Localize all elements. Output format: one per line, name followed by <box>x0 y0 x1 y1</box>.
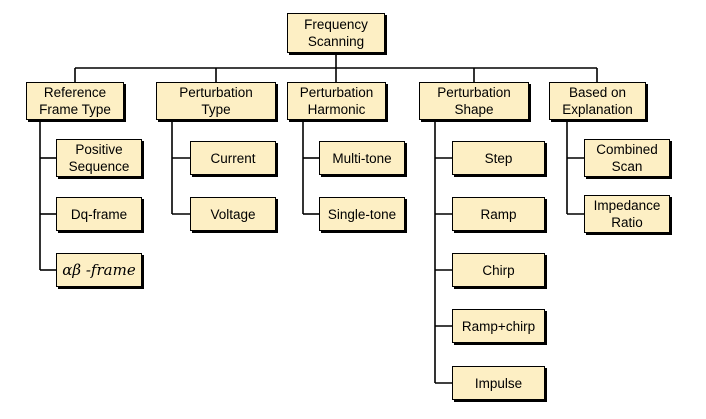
root-node: Frequency Scanning <box>287 13 385 53</box>
leaf-single-tone: Single-tone <box>319 197 405 231</box>
leaf-chirp: Chirp <box>452 253 545 287</box>
leaf-multi-tone: Multi-tone <box>319 141 405 175</box>
leaf-positive-sequence: Positive Sequence <box>56 139 142 177</box>
category-perturbation-shape: Perturbation Shape <box>419 82 529 120</box>
category-based-on-explanation: Based on Explanation <box>549 82 646 120</box>
leaf-dq-frame: Dq-frame <box>56 197 142 231</box>
leaf-ramp-chirp: Ramp+chirp <box>452 309 545 343</box>
category-reference-frame-type: Reference Frame Type <box>26 82 124 120</box>
category-perturbation-harmonic: Perturbation Harmonic <box>287 82 386 120</box>
category-perturbation-type: Perturbation Type <box>156 82 276 120</box>
leaf-voltage: Voltage <box>190 197 276 231</box>
leaf-step: Step <box>452 141 545 175</box>
leaf-ramp: Ramp <box>452 197 545 231</box>
leaf-impulse: Impulse <box>452 366 545 400</box>
leaf-impedance-ratio: Impedance Ratio <box>584 195 670 233</box>
leaf-combined-scan: Combined Scan <box>584 139 670 177</box>
leaf-current: Current <box>190 141 276 175</box>
leaf-alpha-beta-frame: αβ -frame <box>56 253 142 287</box>
